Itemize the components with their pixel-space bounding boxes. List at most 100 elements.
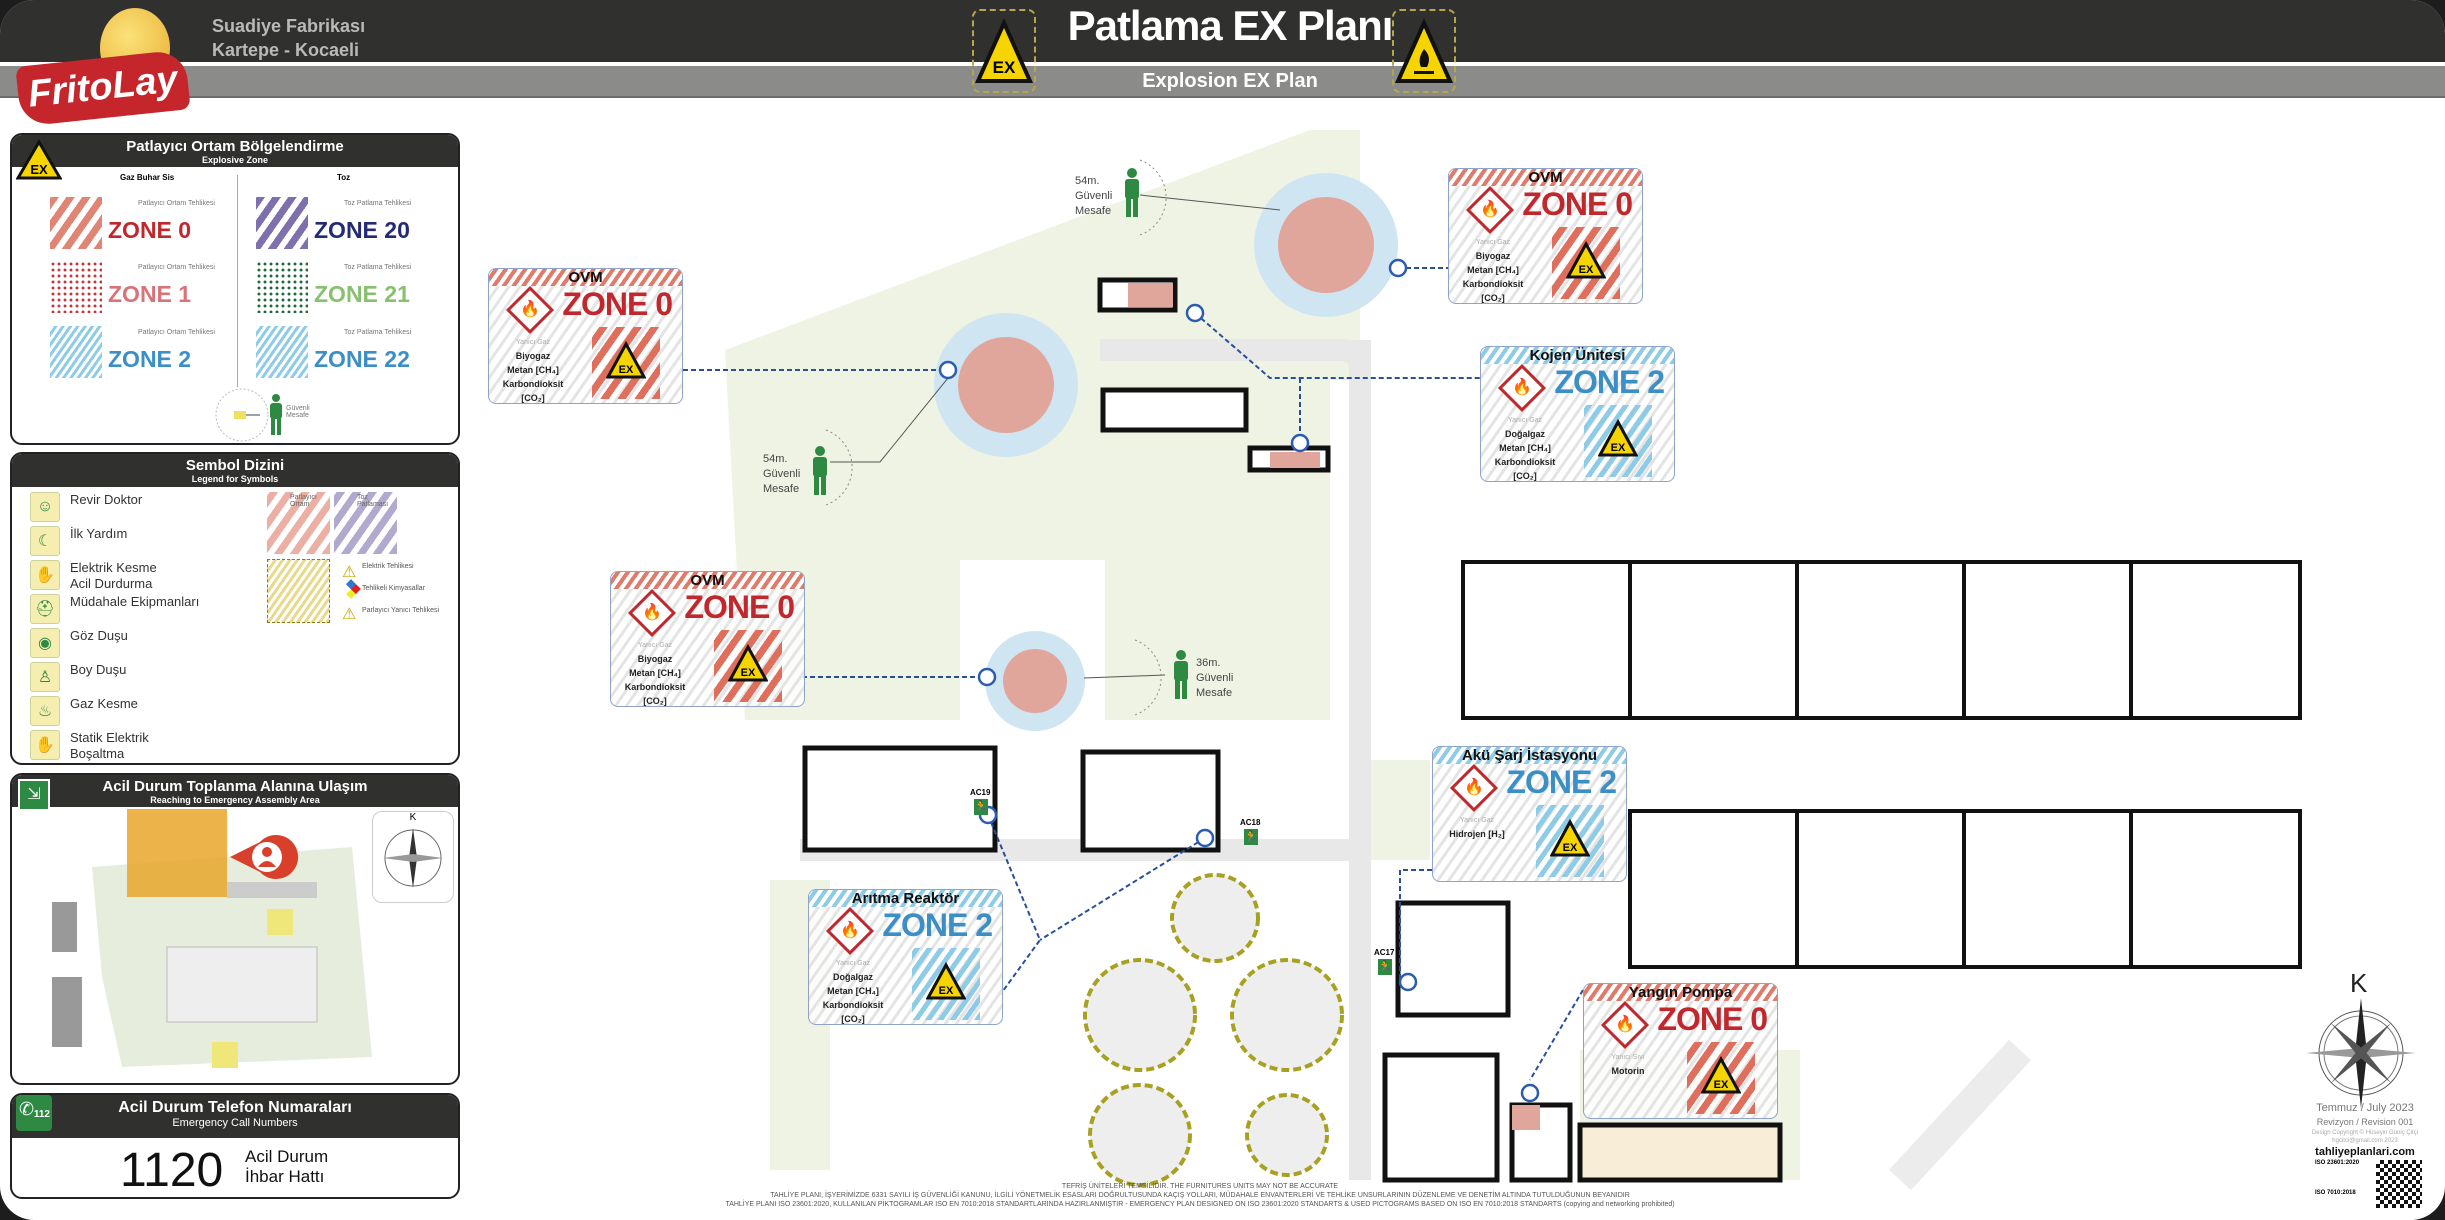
zone-hint: Toz Patlama Tehlikesi <box>344 200 412 207</box>
panel-title: Acil Durum Toplanma Alanına Ulaşım <box>102 778 368 795</box>
svg-text:EX: EX <box>30 162 48 177</box>
safe-distance-text: Mesafe <box>1196 687 1233 699</box>
zone-22-label: ZONE 22 <box>314 346 410 372</box>
hazard-label: Parlayıcı Yanıcı Tehlikesi <box>362 607 440 614</box>
legend-item: ✋Elektrik Kesme Acil Durdurma <box>30 560 157 592</box>
person-icon <box>811 446 829 501</box>
substance: Karbondioksit [CO₂] <box>502 379 564 403</box>
hazard-class: Yanıcı Gaz <box>1507 417 1543 424</box>
footer-line: TAHLİYE PLANI ISO 23601:2020, KULLANILAN… <box>725 1201 1675 1208</box>
zone-card-level: ZONE 2 <box>1506 764 1617 800</box>
ex-zone-swatch: EX <box>912 948 980 1020</box>
substance: Biyogaz <box>515 351 551 361</box>
label-line: İhbar Hattı <box>245 1167 325 1186</box>
assembly-site-map <box>52 809 372 1068</box>
zone0-swatch <box>50 197 102 249</box>
zone-hint: Patlayıcı Ortam Tehlikesi <box>138 329 215 336</box>
zone1-swatch <box>50 261 102 313</box>
safe-distance-text: 54m. <box>763 453 788 465</box>
substance: Metan [CH₄] <box>629 668 681 678</box>
zone21-swatch <box>256 261 308 313</box>
flammable-pictogram-icon: 🔥 <box>1465 185 1515 235</box>
divider <box>237 175 238 387</box>
panel-title: Acil Durum Telefon Numaraları <box>118 1099 352 1116</box>
svg-text:EX: EX <box>993 58 1016 77</box>
legend-item: ☾İlk Yardım <box>30 526 127 556</box>
hazard-class: Yanıcı Gaz <box>515 339 551 346</box>
exit-label: AC17 <box>1374 948 1395 957</box>
site-name: Suadiye Fabrikası <box>212 16 366 36</box>
zone-card-title: Kojen Ünitesi <box>1481 347 1674 364</box>
response-equipment-icon: ⛑ <box>30 594 60 624</box>
website-link[interactable]: tahliyeplanlari.com <box>2315 1146 2415 1158</box>
legend-item: ☺ Revir Doktor <box>30 492 142 522</box>
doctor-icon: ☺ <box>30 492 60 522</box>
zone-card-level: ZONE 2 <box>882 907 993 943</box>
safe-distance-text: Güvenli <box>1196 672 1234 684</box>
dust-explosion-label: Toz Patlaması <box>357 494 389 508</box>
emergency-phone-panel: Acil Durum Telefon Numaraları Emergency … <box>10 1093 460 1199</box>
ex-zone-swatch: EX <box>1552 227 1620 299</box>
substance: Karbondioksit [CO₂] <box>822 1000 884 1024</box>
ex-icon: EX <box>16 139 62 180</box>
ex-warning-icon: EX <box>1549 818 1591 859</box>
footer-line: TEFRİŞ ÜNİTELERİ TEMSİLİDİR. THE FURNITU… <box>1061 1183 1339 1190</box>
legend-item-label: Revir Doktor <box>70 492 143 507</box>
ex-warning-icon: EX <box>1565 240 1607 281</box>
svg-text:EX: EX <box>1579 264 1594 276</box>
safe-distance-text: Güvenli <box>763 468 801 480</box>
hazard-area-swatch <box>267 559 330 623</box>
ex-zone-swatch: EX <box>1687 1042 1755 1114</box>
zone-card-title: OVM <box>1449 169 1642 186</box>
safe-distance-icon <box>215 388 269 442</box>
hazard-label: Elektrik Tehlikesi <box>362 563 414 570</box>
person-icon <box>1172 650 1190 705</box>
building <box>1080 749 1221 853</box>
flammable-pictogram-icon: 🔥 <box>825 906 875 956</box>
flammable-pictogram-icon: 🔥 <box>627 588 677 638</box>
emergency-exit-icon: 🏃 <box>974 799 988 815</box>
body-shower-icon: ♙ <box>30 662 60 692</box>
emergency-exit-icon: 🏃 <box>1244 829 1258 845</box>
footer-line: TAHLİYE PLANI, İŞYERİMİZDE 6331 SAYILI İ… <box>770 1192 1630 1199</box>
ex-warning-icon: EX <box>972 9 1036 93</box>
substance: Metan [CH₄] <box>1499 443 1551 453</box>
copyright: Design Copyright © Hüseyin Güniç Çitçi <box>2311 1130 2419 1136</box>
dust-explosion-swatch <box>334 492 397 554</box>
first-aid-crescent-icon: ☾ <box>30 526 60 556</box>
legend-item: ✋Statik Elektrik Boşaltma <box>30 730 149 762</box>
substance: Metan [CH₄] <box>1467 265 1519 275</box>
substance: Karbondioksit [CO₂] <box>1494 457 1556 481</box>
compass-rose-icon <box>383 828 443 888</box>
plan-date: Temmuz / July 2023 <box>2316 1102 2414 1114</box>
warehouse-row-1 <box>1461 560 2302 720</box>
label-line: Acil Durum <box>245 1147 329 1166</box>
safe-distance-text: Mesafe <box>1075 205 1112 217</box>
flammable-pictogram-icon: 🔥 <box>1600 1000 1650 1050</box>
emergency-number-label: Acil Durum İhbar Hattı <box>245 1147 328 1187</box>
qr-code[interactable] <box>2376 1160 2422 1208</box>
zone-card-title: Akü Şarj İstasyonu <box>1433 747 1626 764</box>
dust-column-heading: Toz <box>337 173 351 182</box>
panel-subtitle: Legend for Symbols <box>191 474 279 484</box>
compass: K <box>372 811 454 903</box>
hazard-class: Yanıcı Gaz <box>835 960 871 967</box>
subheader-bar <box>0 66 2445 98</box>
zone-card-level: ZONE 0 <box>1522 186 1633 222</box>
zone-1-label: ZONE 1 <box>108 281 192 307</box>
substance: Biyogaz <box>637 654 673 664</box>
emergency-exit-icon: 🏃 <box>1378 959 1392 975</box>
ex-warning-icon: EX <box>1597 418 1639 459</box>
emergency-stop-icon: ✋ <box>30 560 60 590</box>
emergency-number[interactable]: 1120 <box>120 1144 224 1197</box>
